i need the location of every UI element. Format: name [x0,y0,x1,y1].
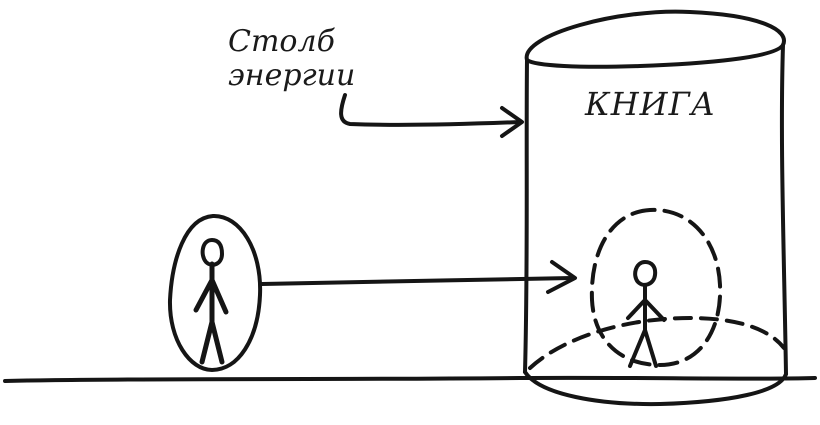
outside-figure-head [200,238,224,267]
connection-arrow [260,276,574,286]
inner-figure-body [626,284,666,368]
connection-arrow-head [546,260,577,294]
outside-aura-ellipse [167,213,263,372]
inner-aura-dashed [589,207,723,367]
pillar-label-line1: Столб [228,24,335,59]
inner-figure-head [633,260,658,287]
inner-ground-arc [528,316,786,370]
pillar-label-arrow [339,93,522,127]
pillar-label-line2: энергии [228,58,356,93]
inner-figure [589,207,723,368]
cylinder-bottom-curve [523,370,788,407]
book-cylinder [523,9,788,407]
cylinder-left-wall [523,58,529,374]
cylinder-right-wall [779,43,788,376]
cylinder-top-ellipse [524,9,786,69]
outside-figure-body [193,261,229,365]
ground-line [3,375,817,383]
outside-figure [167,213,263,372]
pillar-arrow-head [500,106,524,138]
book-label: КНИГА [585,85,716,123]
